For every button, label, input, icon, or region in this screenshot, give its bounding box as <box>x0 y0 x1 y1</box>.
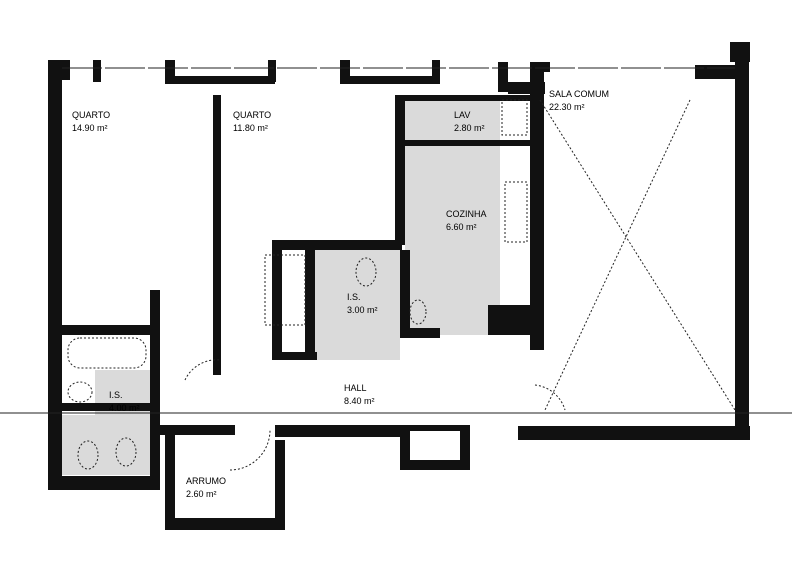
room-name: ARRUMO <box>186 476 226 486</box>
room-name: QUARTO <box>72 110 110 120</box>
wall <box>340 60 350 82</box>
room-label: COZINHA 6.60 m² <box>446 209 487 232</box>
closet-icon <box>264 254 306 326</box>
wall <box>405 140 535 146</box>
wall <box>400 328 440 338</box>
room-label: ARRUMO 2.60 m² <box>186 476 226 499</box>
door-swing <box>184 359 221 381</box>
ceiling-line <box>539 99 736 411</box>
wall <box>400 425 410 470</box>
wall <box>395 95 405 245</box>
sink-icon <box>409 299 427 325</box>
room-name: QUARTO <box>233 110 271 120</box>
bidet-icon <box>115 437 137 467</box>
room-area: 22.30 m² <box>549 102 585 112</box>
wall <box>395 95 535 101</box>
wall <box>165 518 285 530</box>
room-area: 2.60 m² <box>186 489 217 499</box>
room-area: 4.00 m² <box>109 403 140 413</box>
wall <box>460 425 470 470</box>
wall <box>272 240 402 250</box>
fixtures <box>0 67 792 471</box>
wall <box>272 352 317 360</box>
wet-area <box>405 95 500 335</box>
room-name: I.S. <box>347 292 361 302</box>
wall <box>400 250 410 335</box>
room-label: QUARTO 14.90 m² <box>72 110 110 133</box>
room-label: I.S. 4.00 m² <box>109 390 140 413</box>
wet-areas <box>62 95 500 475</box>
wall <box>93 60 101 82</box>
room-area: 2.80 m² <box>454 123 485 133</box>
wall <box>165 76 275 84</box>
wall <box>165 60 175 82</box>
wall <box>62 403 152 411</box>
wall <box>432 60 440 82</box>
room-area: 8.40 m² <box>344 396 375 406</box>
room-name: LAV <box>454 110 470 120</box>
room-labels: QUARTO 14.90 m² QUARTO 11.80 m² LAV 2.80 m² CO… <box>72 89 609 499</box>
wall <box>530 62 550 72</box>
wall <box>400 460 470 470</box>
wall <box>155 425 235 435</box>
wall <box>272 240 282 360</box>
wet-area <box>62 415 150 475</box>
wall <box>62 325 157 335</box>
wall <box>305 250 315 360</box>
wall <box>275 425 410 437</box>
wall <box>498 62 508 92</box>
wall <box>518 426 750 440</box>
wall <box>340 76 440 84</box>
room-label: HALL 8.40 m² <box>344 383 375 406</box>
room-area: 11.80 m² <box>233 123 268 133</box>
kitchen-sink-icon <box>504 181 528 243</box>
sink-icon <box>67 381 93 403</box>
washer-icon <box>501 99 528 136</box>
wall <box>150 290 160 490</box>
wall <box>48 476 160 490</box>
room-area: 3.00 m² <box>347 305 378 315</box>
wall <box>695 65 740 79</box>
wall <box>268 60 276 82</box>
room-label: QUARTO 11.80 m² <box>233 110 271 133</box>
room-area: 6.60 m² <box>446 222 477 232</box>
wall <box>48 60 70 80</box>
walls <box>48 42 750 530</box>
room-label: SALA COMUM 22.30 m² <box>549 89 609 112</box>
room-label: I.S. 3.00 m² <box>347 292 378 315</box>
wet-area <box>315 250 400 360</box>
bathtub-icon <box>67 337 147 369</box>
wall <box>275 440 285 530</box>
toilet-icon <box>355 257 377 287</box>
wall <box>488 305 538 335</box>
room-label: LAV 2.80 m² <box>454 110 485 133</box>
room-name: COZINHA <box>446 209 487 219</box>
room-name: I.S. <box>109 390 123 400</box>
wall <box>48 60 62 490</box>
room-area: 14.90 m² <box>72 123 108 133</box>
room-name: HALL <box>344 383 367 393</box>
wall <box>410 425 470 431</box>
wall <box>530 68 544 350</box>
toilet-icon <box>77 440 99 470</box>
wall <box>213 95 221 375</box>
door-swing <box>534 384 566 411</box>
room-name: SALA COMUM <box>549 89 609 99</box>
wall <box>735 60 749 440</box>
wall <box>730 42 750 62</box>
door-swing <box>229 429 271 471</box>
wall <box>165 430 175 530</box>
